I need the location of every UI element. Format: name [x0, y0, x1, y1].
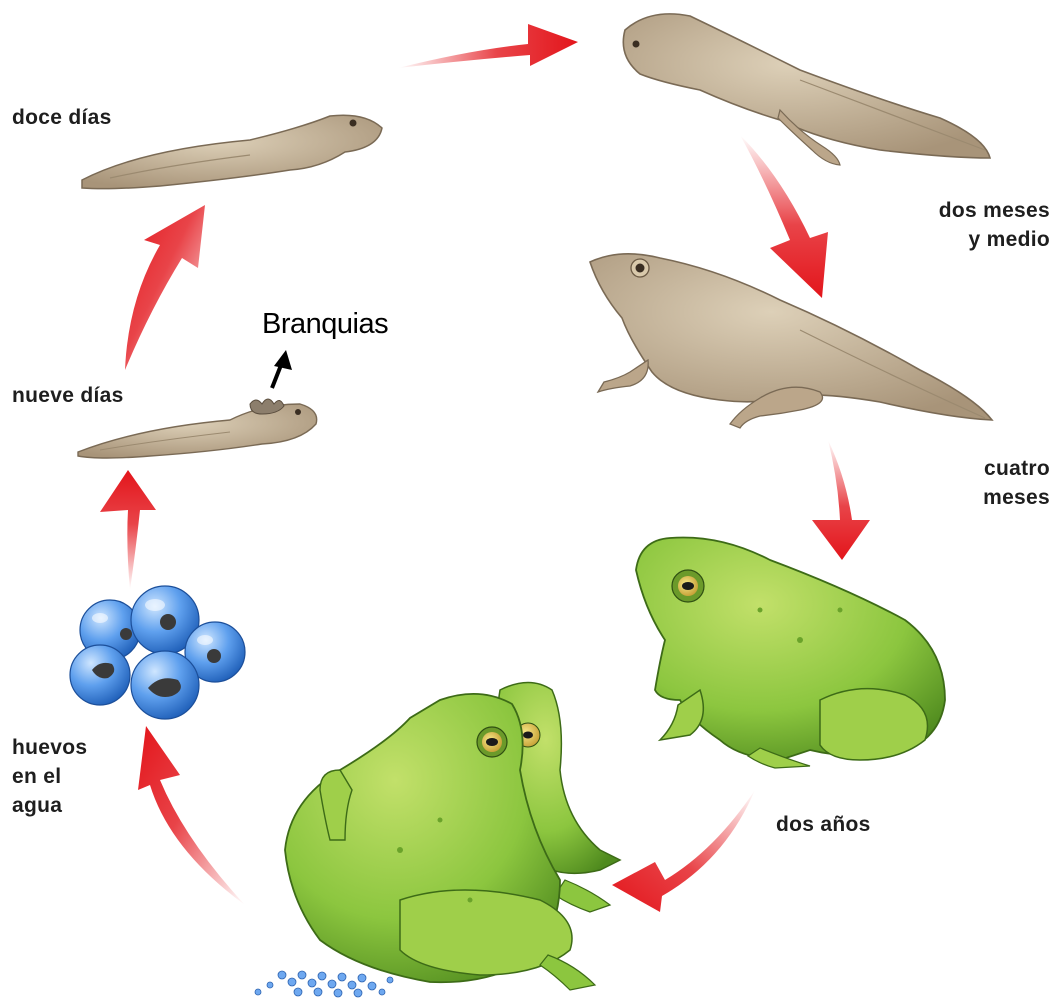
label-doce-dias: doce días	[12, 103, 112, 132]
label-cuatro-meses: cuatro meses	[930, 454, 1050, 512]
branquias-pointer-arrow	[272, 350, 292, 388]
arrow-icon	[125, 205, 205, 370]
label-dos-meses-y-medio: dos meses y medio	[900, 196, 1050, 254]
tadpole-icon	[82, 115, 382, 188]
arrow-icon	[812, 440, 870, 560]
arrow-icon	[138, 726, 245, 905]
frog-icon	[636, 537, 945, 768]
label-huevos-en-el-agua: huevos en el agua	[12, 733, 87, 820]
arrow-icon	[398, 24, 578, 68]
egg-cluster-icon	[70, 586, 245, 719]
egg-spawn-icon	[255, 971, 393, 997]
arrow-icon	[100, 470, 156, 590]
tadpole-icon	[623, 14, 990, 165]
arrow-icon	[612, 790, 755, 912]
label-dos-anos: dos años	[776, 810, 871, 839]
label-branquias: Branquias	[262, 308, 388, 341]
label-nueve-dias: nueve días	[12, 381, 124, 410]
arrow-icon	[740, 135, 828, 298]
tadpole-icon	[590, 254, 992, 428]
